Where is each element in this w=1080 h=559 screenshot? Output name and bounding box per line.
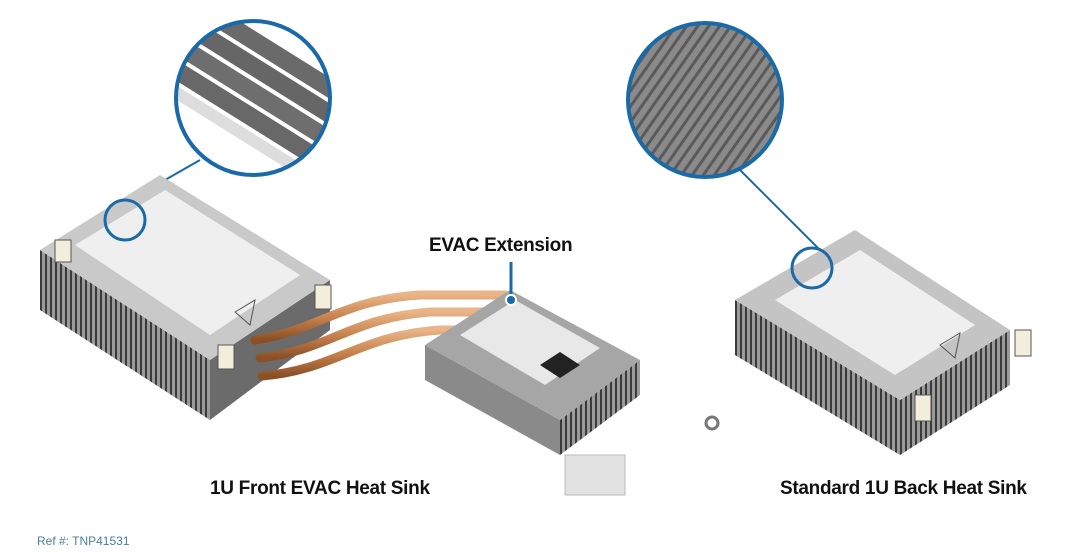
leader-line: [739, 169, 821, 251]
callout-circle: [103, 198, 147, 242]
evac-extension-label: EVAC Extension: [429, 235, 573, 256]
evac-extension-module: [425, 290, 720, 496]
fin-detail-zoom-back: [626, 21, 784, 179]
evac-pointer-dot: [505, 294, 517, 306]
front-evac-heat-sink: [40, 175, 332, 420]
callout-circle: [790, 246, 834, 290]
fin-detail-zoom-front: [174, 19, 332, 177]
front-heat-sink-label: 1U Front EVAC Heat Sink: [210, 478, 430, 499]
reference-number: Ref #: TNP41531: [37, 534, 130, 548]
heat-pipes: [250, 290, 510, 381]
standard-back-heat-sink: [735, 230, 1032, 455]
back-heat-sink-label: Standard 1U Back Heat Sink: [780, 478, 1027, 499]
